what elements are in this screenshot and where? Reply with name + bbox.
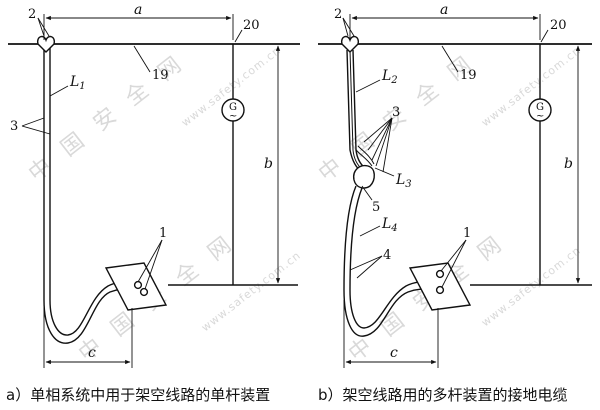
panel-a	[8, 14, 300, 368]
label-3: 3	[392, 105, 400, 120]
label-dim-c: c	[88, 345, 96, 361]
label-1: 1	[159, 226, 167, 241]
label-20: 20	[550, 18, 567, 33]
label-19: 19	[460, 68, 477, 83]
generator-icon	[221, 98, 245, 122]
label-dim-b: b	[564, 156, 573, 172]
label-20: 20	[243, 18, 260, 33]
label-dim-a: a	[134, 2, 142, 18]
electrode-terminal	[435, 269, 445, 279]
label-L2: L2	[381, 68, 398, 86]
label-19: 19	[152, 68, 169, 83]
electrode-terminal	[435, 285, 445, 295]
earth-cable	[343, 185, 439, 337]
caption-b: b）架空线路用的多杆装置的接地电缆	[318, 386, 568, 404]
generator-letter: G	[229, 102, 237, 113]
label-1: 1	[463, 226, 471, 241]
label-L4: L4	[381, 216, 398, 234]
label-5: 5	[372, 200, 380, 215]
earth-cable-inner	[349, 187, 439, 329]
label-dim-c: c	[390, 345, 398, 361]
generator-tilde: ~	[229, 111, 237, 122]
label-3: 3	[10, 119, 18, 134]
generator-letter: G	[536, 102, 544, 113]
label-dim-a: a	[440, 2, 448, 18]
caption-a: a）单相系统中用于架空线路的单杆装置	[6, 386, 271, 404]
label-L3: L3	[395, 172, 412, 190]
generator-icon	[528, 98, 552, 122]
insulator-icon	[36, 35, 56, 53]
cable-junction	[353, 164, 375, 189]
label-dim-b: b	[264, 156, 273, 172]
generator-tilde: ~	[536, 111, 544, 122]
electrode-terminal	[139, 287, 149, 297]
label-L1: L1	[69, 74, 86, 92]
label-4: 4	[383, 248, 391, 263]
electrode-terminal	[133, 280, 143, 290]
panel-b	[318, 14, 592, 368]
label-2: 2	[28, 7, 36, 22]
label-2: 2	[334, 7, 342, 22]
